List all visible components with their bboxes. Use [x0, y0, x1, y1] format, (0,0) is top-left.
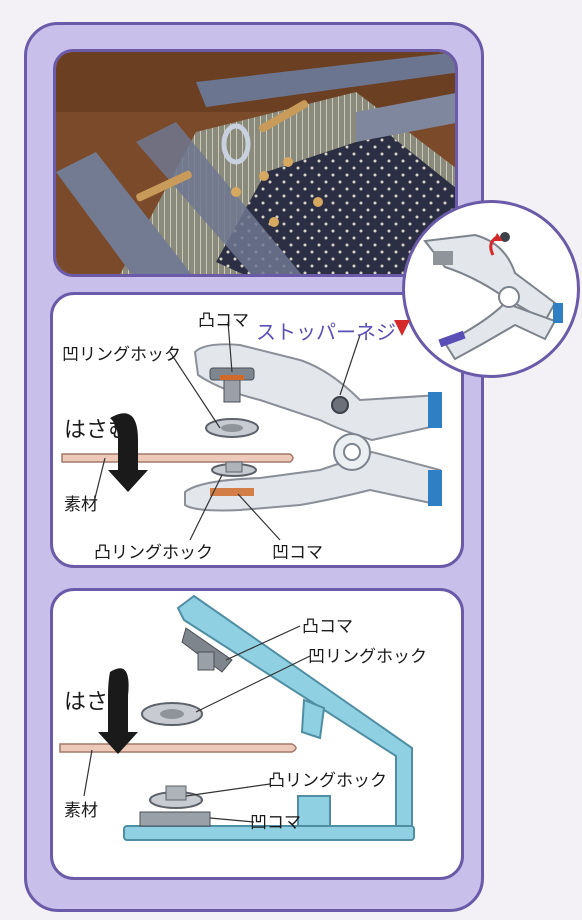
- bag-photo-illustration: [56, 52, 455, 274]
- label-pinch-bottom: はさむ: [64, 690, 131, 715]
- bag-photo: [53, 49, 458, 277]
- label-male-piece-bottom: 凸コマ: [302, 617, 353, 637]
- label-material-top: 素材: [64, 495, 98, 515]
- label-pinch-top: はさむ: [64, 418, 131, 443]
- label-male-ring-hook-bottom: 凸リングホック: [268, 771, 387, 791]
- label-stopper-screw: ストッパーネジ: [256, 320, 396, 344]
- red-triangle-icon: [394, 320, 410, 336]
- label-male-ring-hook-top: 凸リングホック: [94, 543, 213, 563]
- label-material-bottom: 素材: [64, 801, 98, 821]
- zoom-circle: [402, 200, 580, 378]
- label-female-piece-bottom: 凹コマ: [250, 813, 301, 833]
- label-female-ring-hook-top: 凹リングホック: [62, 345, 181, 365]
- label-female-piece-top: 凹コマ: [272, 543, 323, 563]
- label-female-ring-hook-bottom: 凹リングホック: [308, 647, 427, 667]
- label-male-piece-top: 凸コマ: [198, 311, 249, 331]
- zoom-pliers-illustration: [423, 232, 563, 361]
